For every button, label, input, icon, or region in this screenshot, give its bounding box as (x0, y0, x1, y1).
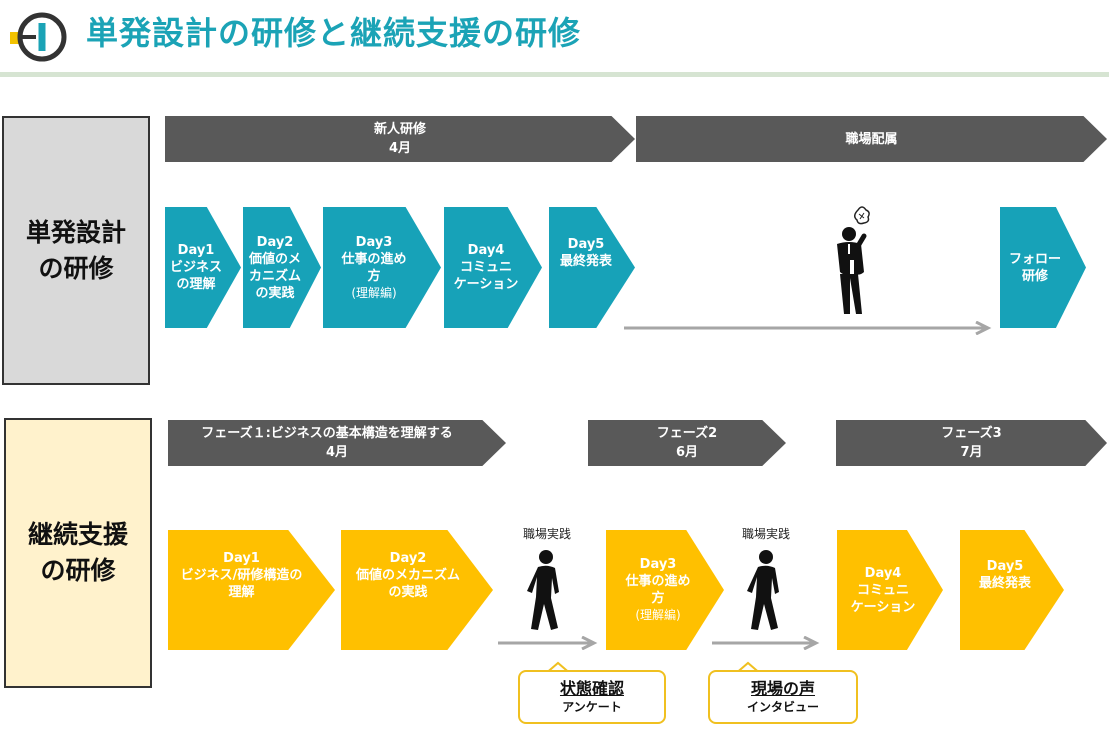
callout-subtitle: アンケート (562, 700, 622, 714)
day-label: Day1 (223, 550, 260, 566)
day-text: 最終発表 (559, 253, 612, 269)
day-text: 最終発表 (978, 576, 1031, 591)
day-text: ビジネス の理解 (169, 260, 222, 292)
confused-person-icon (820, 204, 880, 322)
walking-person-icon (736, 550, 792, 632)
practice-label-1: 職場実践 (522, 527, 571, 541)
follow-text: フォロー 研修 (1008, 251, 1061, 284)
day-label: Day2 (256, 234, 294, 250)
cont-day1: Day1 ビジネス/研修構造の 理解 (168, 530, 335, 650)
day-label: Day5 (986, 559, 1024, 574)
single-day5: Day5 最終発表 (549, 207, 635, 328)
cont-banner-phase1: フェーズ１:ビジネスの基本構造を理解する 4月 (168, 420, 506, 466)
banner-line2: 4月 (388, 141, 412, 156)
field-voice-callout: 現場の声 インタビュー (708, 670, 858, 724)
cont-day4: Day4 コミュニ ケーション (837, 530, 943, 650)
cont-day5: Day5 最終発表 (960, 530, 1064, 650)
single-follow: フォロー 研修 (1000, 207, 1086, 328)
status-check-callout: 状態確認 アンケート (518, 670, 666, 724)
single-day2: Day2 価値のメ カニズム の実践 (243, 207, 321, 328)
callout-subtitle: インタビュー (746, 700, 819, 714)
continuous-section-label: 継続支援 の研修 (4, 418, 152, 688)
day-text: 仕事の進め 方 (341, 251, 407, 284)
arrow-right-icon (624, 320, 996, 336)
banner-line2: 4月 (325, 445, 349, 460)
banner-line1: 新人研修 (373, 122, 426, 137)
banner-line1: 職場配属 (845, 131, 898, 147)
callout-title: 現場の声 (750, 679, 815, 698)
practice-label-2: 職場実践 (741, 527, 790, 541)
cont-banner-phase3: フェーズ3 7月 (836, 420, 1107, 466)
callout-title: 状態確認 (559, 679, 624, 698)
banner-line2: 6月 (675, 445, 699, 460)
cont-banner-phase2: フェーズ2 6月 (588, 420, 786, 466)
logo-icon (6, 10, 72, 64)
day-text: ビジネス/研修構造の 理解 (180, 567, 303, 600)
day-text: 仕事の進め 方 (625, 574, 691, 606)
banner-line1: フェーズ2 (656, 426, 718, 441)
page-title: 単発設計の研修と継続支援の研修 (86, 14, 582, 52)
single-day3: Day3 仕事の進め 方 (理解編) (323, 207, 441, 328)
day-text: 価値のメカニズム の実践 (355, 567, 460, 600)
day-text: コミュニ ケーション (453, 260, 519, 292)
single-banner-assignment: 職場配属 (636, 116, 1107, 162)
banner-line2: 7月 (960, 445, 983, 460)
banner-line1: フェーズ１:ビジネスの基本構造を理解する (201, 426, 453, 441)
day-label: Day2 (389, 550, 427, 566)
arrow-right-icon (712, 635, 822, 651)
cont-day2: Day2 価値のメカニズム の実践 (341, 530, 493, 650)
single-day4: Day4 コミュニ ケーション (444, 207, 542, 328)
day-label: Day4 (864, 565, 902, 581)
day-subtext: (理解編) (351, 285, 397, 300)
arrow-right-icon (498, 635, 600, 651)
day-label: Day3 (639, 557, 677, 572)
cont-day3: Day3 仕事の進め 方 (理解編) (606, 530, 724, 650)
day-text: コミュニ ケーション (850, 582, 916, 615)
day-subtext: (理解編) (635, 608, 681, 622)
day-label: Day3 (355, 234, 393, 250)
walking-person-icon (516, 550, 572, 632)
day-label: Day4 (467, 243, 505, 258)
banner-line1: フェーズ3 (941, 426, 1002, 441)
single-day1: Day1 ビジネス の理解 (165, 207, 241, 328)
day-label: Day1 (177, 243, 215, 258)
day-label: Day5 (567, 236, 605, 252)
title-divider (0, 72, 1109, 77)
day-text: 価値のメ カニズム の実践 (248, 251, 301, 301)
single-banner-training: 新人研修 4月 (165, 116, 635, 162)
single-section-label: 単発設計 の研修 (2, 116, 150, 385)
